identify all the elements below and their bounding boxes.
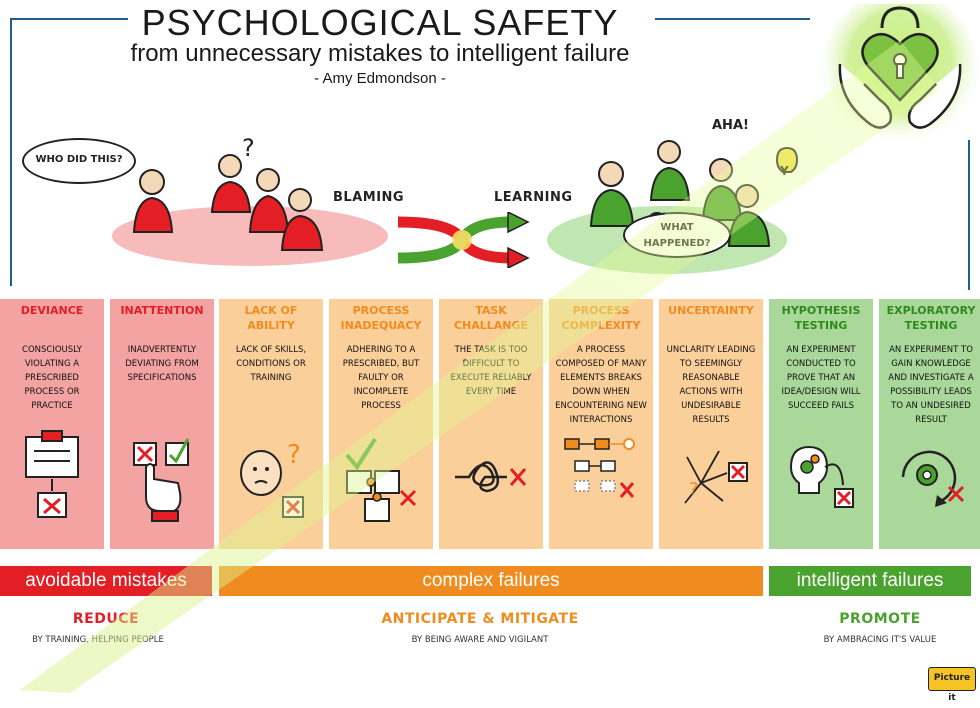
column-uncertainty: UNCERTAINTY UNCLARITY LEADING TO SEEMING…: [659, 299, 763, 549]
column-desc: UNCLARITY LEADING TO SEEMINGLY REASONABL…: [666, 345, 756, 425]
column-title: HYPOTHESIS TESTING: [781, 304, 861, 332]
tangled-line-icon: [455, 461, 527, 493]
picture-it-logo: Picture it: [928, 667, 976, 703]
column-inattention: INATTENTION INADVERTENTLY DEVIATING FROM…: [110, 299, 214, 549]
action-promote: PROMOTE: [839, 611, 921, 627]
confused-face-icon: ?: [240, 440, 304, 518]
action-anticipate-sub: BY BEING AWARE AND VIGILANT: [411, 635, 549, 645]
lightbulb-gears-icon: [789, 445, 854, 508]
page-subtitle: from unnecessary mistakes to intelligent…: [130, 40, 630, 67]
column-deviance: DEVIANCE CONSCIOUSLY VIOLATING A PRESCRI…: [0, 299, 104, 549]
column-desc: AN EXPERIMENT CONDUCTED TO PROVE THAT AN…: [781, 345, 861, 411]
column-title: LACK OF ABILITY: [244, 304, 298, 332]
column-lack-of-ability: LACK OF ABILITY LACK OF SKILLS, CONDITIO…: [219, 299, 323, 549]
column-task-challenge: TASK CHALLANGE THE TASK IS TOO DIFFICULT…: [439, 299, 543, 549]
column-desc: INADVERTENTLY DEVIATING FROM SPECIFICATI…: [125, 345, 199, 383]
column-title: PROCESS COMPLEXITY: [561, 304, 641, 332]
learn-speech-bubble: WHAT HAPPENED?: [623, 212, 731, 258]
frame-right: [968, 140, 970, 290]
category-avoidable-mistakes: avoidable mistakes: [0, 566, 212, 596]
column-title: EXPLORATORY TESTING: [886, 304, 976, 332]
column-title: PROCESS INADEQUACY: [340, 304, 422, 332]
column-process-inadequacy: PROCESS INADEQUACY ADHERING TO A PRESCRI…: [329, 299, 433, 549]
heart-lock-hands-icon: [822, 4, 978, 147]
category-complex-failures: complex failures: [219, 566, 763, 596]
blame-speech-bubble: WHO DID THIS?: [22, 138, 136, 184]
puzzle-pieces-icon: [345, 437, 417, 522]
column-title: INATTENTION: [120, 304, 204, 317]
blaming-label: BLAMING: [333, 190, 405, 205]
column-title: UNCERTAINTY: [668, 304, 754, 317]
svg-text:?: ?: [689, 479, 699, 500]
lightbulb-mark: Y: [780, 164, 789, 178]
column-process-complexity: PROCESS COMPLEXITY A PROCESS COMPOSED OF…: [549, 299, 653, 549]
clipboard-cross-icon: [25, 430, 79, 518]
column-desc: ADHERING TO A PRESCRIBED, BUT FAULTY OR …: [342, 345, 420, 411]
column-desc: LACK OF SKILLS, CONDITIONS OR TRAINING: [235, 345, 307, 383]
column-hypothesis-testing: HYPOTHESIS TESTING AN EXPERIMENT CONDUCT…: [769, 299, 873, 549]
column-desc: THE TASK IS TOO DIFFICULT TO EXECUTE REL…: [450, 345, 532, 397]
scattered-arrows-icon: ?: [684, 450, 748, 504]
question-mark: ?: [242, 134, 255, 162]
column-title: DEVIANCE: [20, 304, 84, 317]
action-promote-sub: BY AMBRACING IT'S VALUE: [823, 635, 937, 645]
page-title: PSYCHOLOGICAL SAFETY: [141, 2, 619, 43]
action-reduce: REDUCE: [72, 611, 140, 627]
pointing-hand-checkbox-icon: [133, 438, 190, 522]
flowchart-icon: [564, 438, 635, 498]
frame-top-right: [655, 18, 810, 20]
svg-text:?: ?: [287, 440, 301, 470]
frame-top-left: [10, 18, 128, 20]
column-desc: AN EXPERIMENT TO GAIN KNOWLEDGE AND INVE…: [888, 345, 974, 425]
blaming-to-learning-arrows: [397, 212, 530, 268]
column-exploratory-testing: EXPLORATORY TESTING AN EXPERIMENT TO GAI…: [879, 299, 980, 549]
author: - Amy Edmondson -: [314, 70, 446, 87]
column-title: TASK CHALLANGE: [453, 304, 529, 332]
aha-text: AHA!: [712, 118, 749, 133]
action-reduce-sub: BY TRAINING, HELPING PEOPLE: [32, 635, 164, 645]
cycle-gear-icon: [901, 450, 965, 507]
learn-bubble-line-2: HAPPENED?: [643, 238, 711, 249]
column-desc: CONSCIOUSLY VIOLATING A PRESCRIBED PROCE…: [22, 345, 82, 411]
frame-left: [10, 18, 12, 286]
action-anticipate: ANTICIPATE & MITIGATE: [381, 611, 579, 627]
column-desc: A PROCESS COMPOSED OF MANY ELEMENTS BREA…: [555, 345, 647, 425]
learn-bubble-line-1: WHAT: [660, 222, 694, 233]
category-intelligent-failures: intelligent failures: [769, 566, 971, 596]
